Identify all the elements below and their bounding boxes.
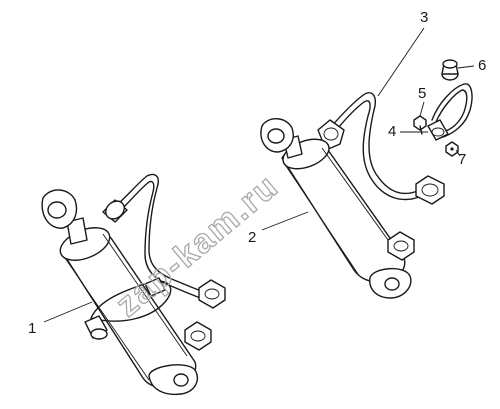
- leader-lines: [43, 27, 475, 323]
- bushing-part-6: [441, 59, 459, 81]
- fitting-nut-left-upper: [198, 279, 226, 309]
- fitting-nut-right-lower: [387, 231, 415, 261]
- callout-1: 1: [28, 320, 36, 337]
- leader-1: [43, 301, 93, 323]
- callout-6: 6: [478, 57, 486, 74]
- nut-part-7: [445, 141, 459, 157]
- leader-6: [457, 65, 475, 69]
- callout-7: 7: [458, 151, 466, 168]
- leader-7: [455, 149, 461, 157]
- leader-5: [419, 101, 425, 117]
- callout-4: 4: [388, 123, 396, 140]
- leader-2: [261, 211, 309, 231]
- cylinder-assembly-right: [260, 92, 445, 299]
- leader-3: [377, 27, 425, 97]
- bolt-part-5: [413, 115, 427, 135]
- callout-5: 5: [418, 85, 426, 102]
- callout-3: 3: [420, 9, 428, 26]
- watermark-text: zap-kam.ru: [109, 167, 286, 324]
- clamp-part-4: [427, 83, 473, 141]
- fitting-nut-right-end: [415, 175, 445, 205]
- callout-2: 2: [248, 229, 256, 246]
- fitting-nut-left-lower: [184, 321, 212, 351]
- cylinder-assembly-left: [41, 173, 226, 396]
